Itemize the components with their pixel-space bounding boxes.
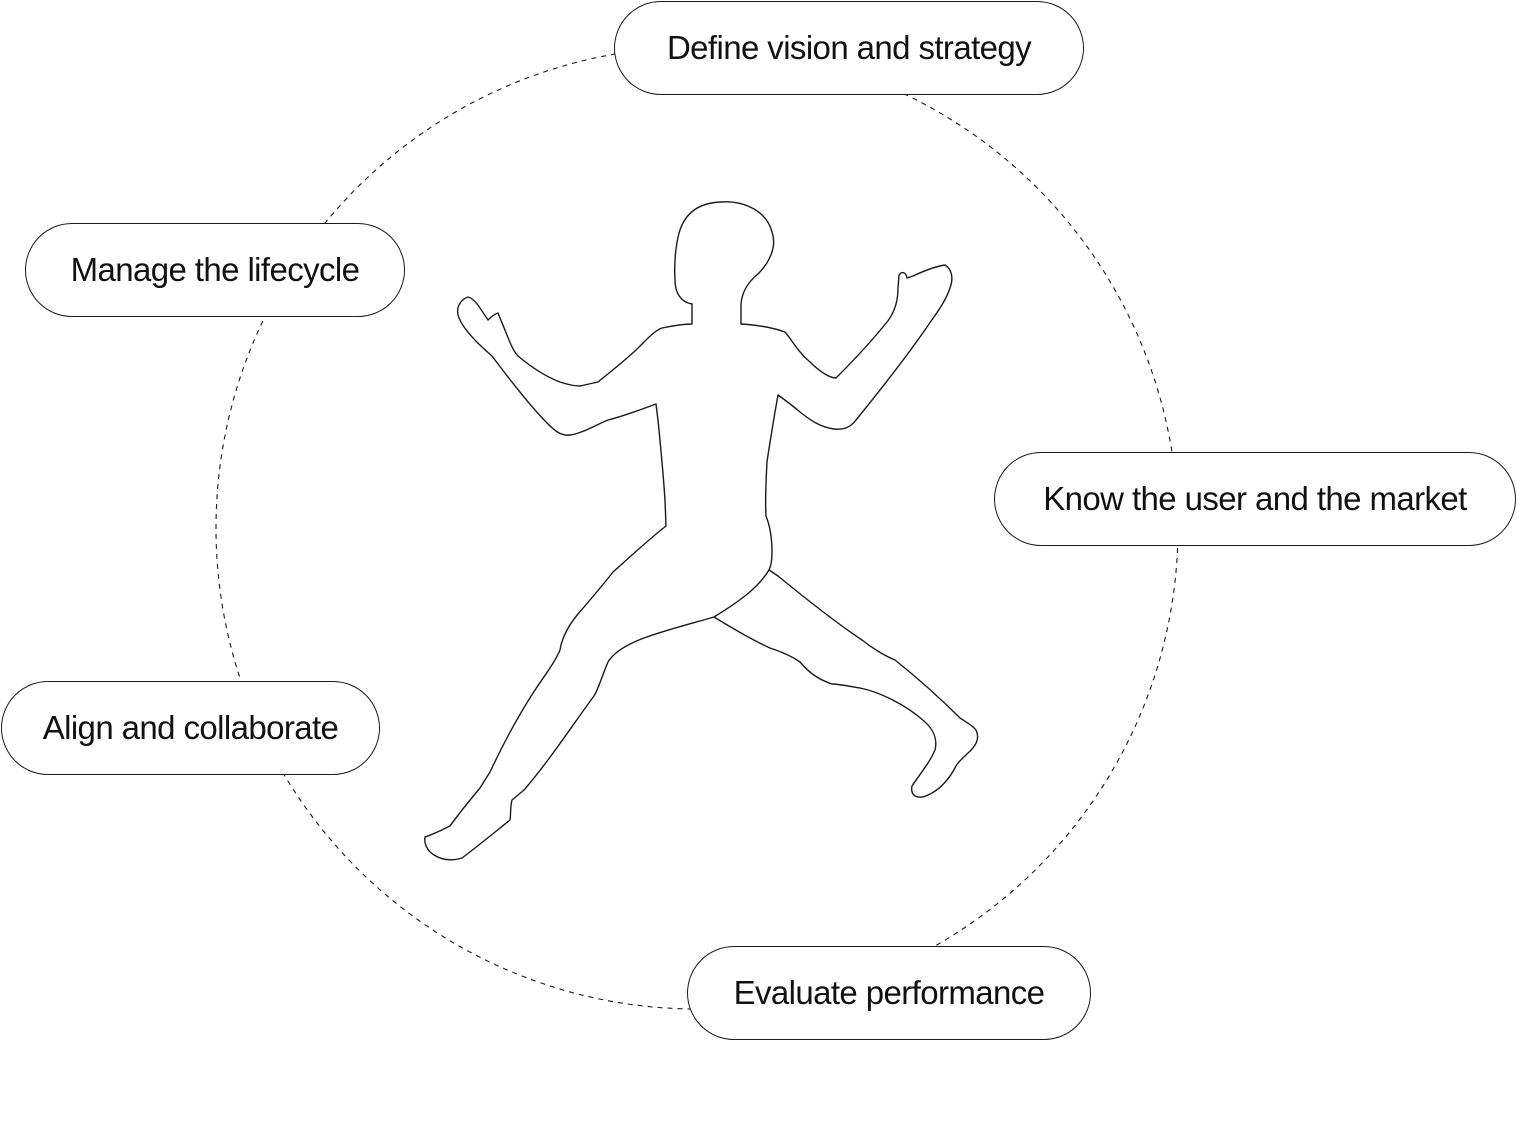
step-label: Define vision and strategy (666, 29, 1032, 66)
step-label: Align and collaborate (42, 709, 339, 746)
step-manage-lifecycle[interactable]: Manage the lifecycle (25, 223, 405, 317)
step-label: Know the user and the market (1043, 480, 1467, 517)
leg-crease-line (713, 569, 770, 618)
step-label: Evaluate performance (733, 974, 1045, 1011)
dancing-person-icon (424, 201, 979, 861)
step-label: Manage the lifecycle (70, 251, 360, 288)
step-know-user-market[interactable]: Know the user and the market (994, 452, 1516, 546)
step-align-collaborate[interactable]: Align and collaborate (1, 681, 380, 775)
step-define-vision-strategy[interactable]: Define vision and strategy (614, 1, 1084, 95)
step-evaluate-performance[interactable]: Evaluate performance (687, 946, 1091, 1040)
